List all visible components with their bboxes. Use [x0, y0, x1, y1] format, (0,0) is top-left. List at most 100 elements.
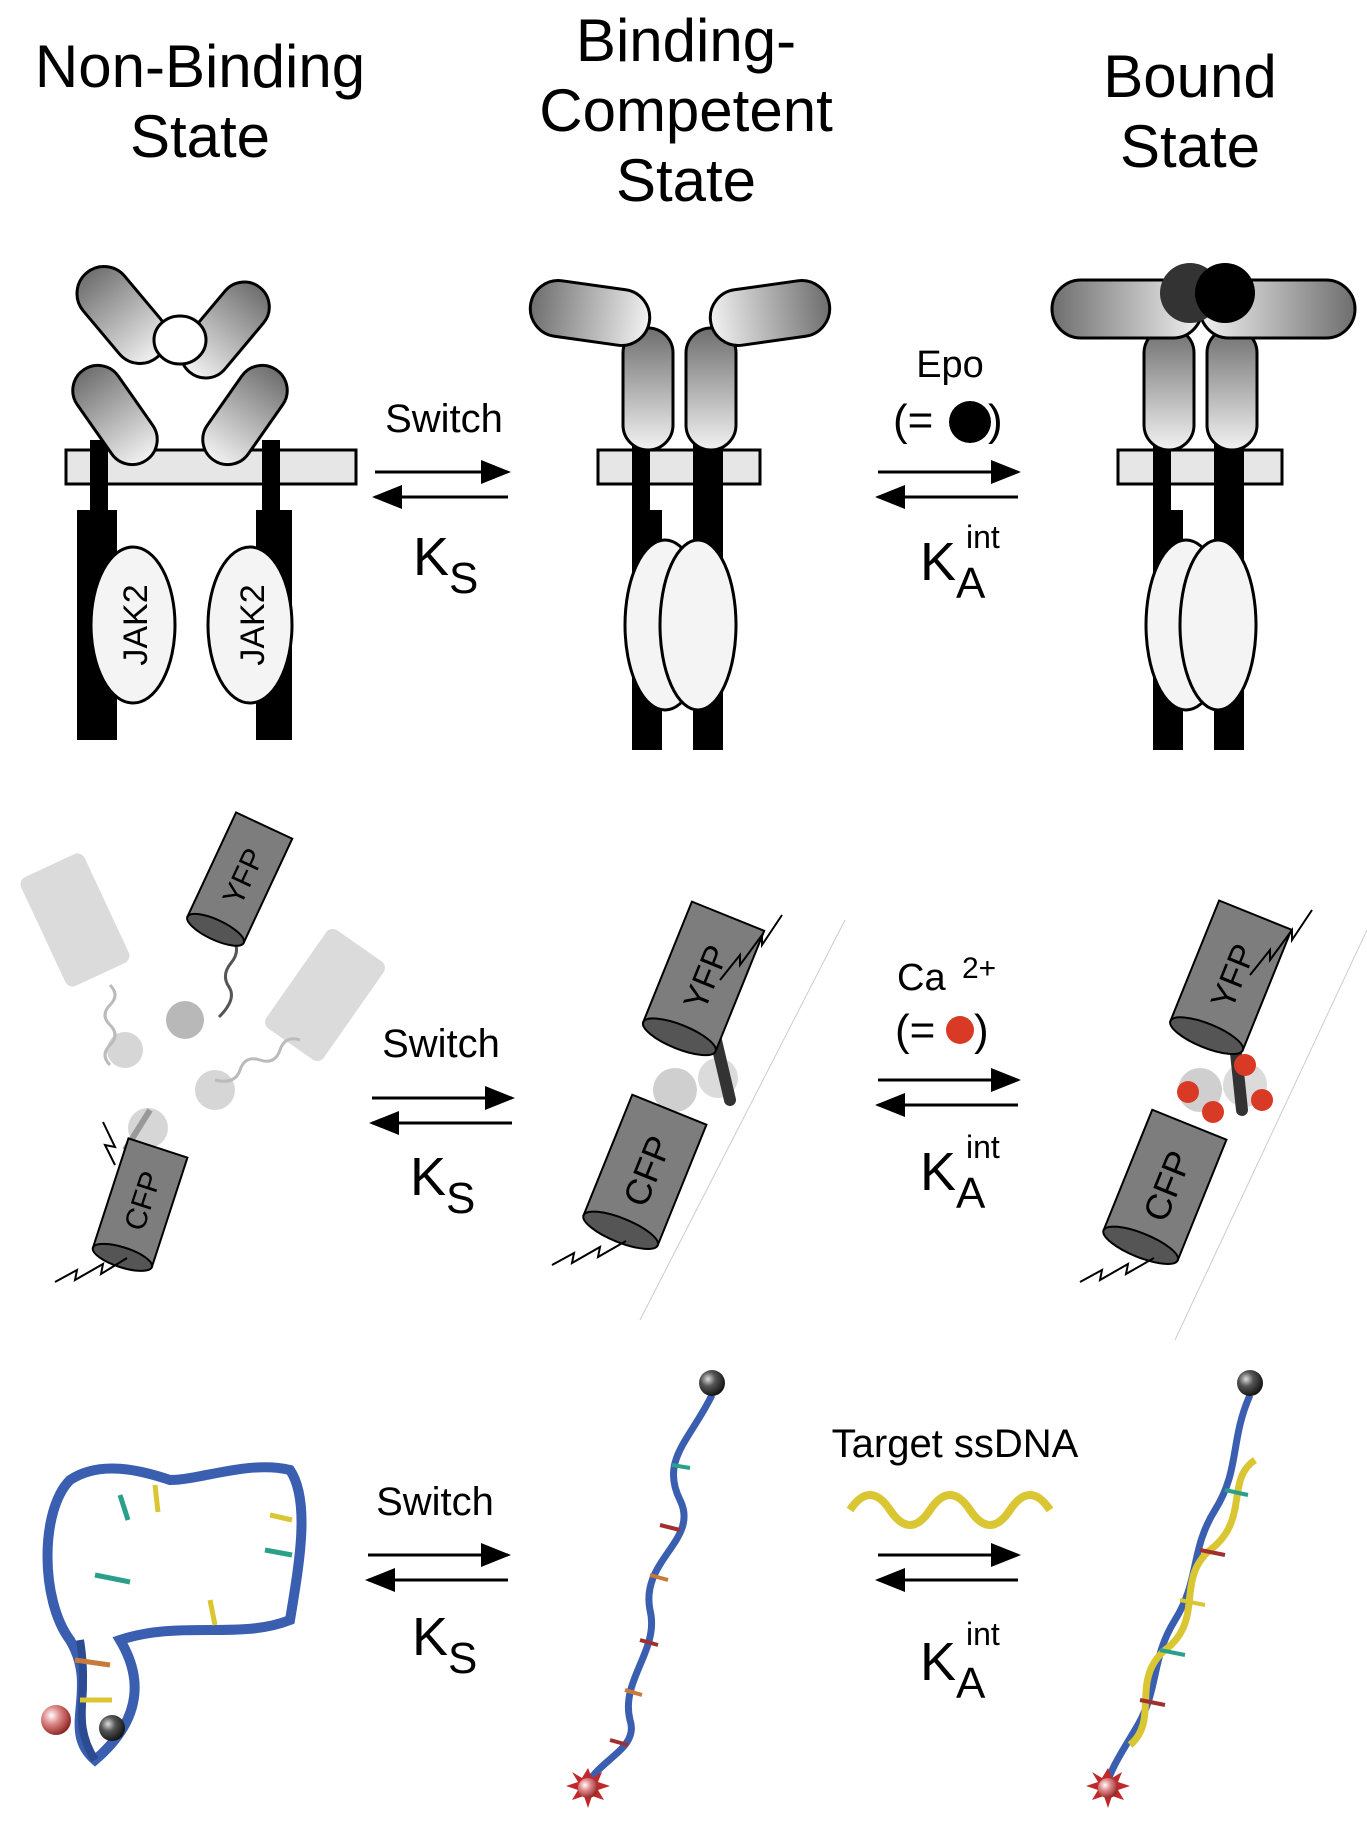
switch-label: Switch [385, 397, 503, 441]
switch-label: Switch [382, 1022, 500, 1066]
base [671, 1463, 691, 1470]
extracellular-domain [71, 363, 159, 467]
switch-equilibrium-row3: Switch KS [365, 1480, 511, 1683]
fret-sensor-bound: YFP CFP [1079, 899, 1367, 1341]
base [264, 1547, 293, 1558]
header-line: Binding- [575, 7, 797, 74]
cfp-cylinder: CFP [582, 1093, 708, 1250]
binding-equilibrium-row1: Epo (= ) KA int [875, 344, 1021, 608]
calcium-ion [1251, 1089, 1273, 1111]
linker [214, 1037, 301, 1083]
header-line: Bound [1103, 43, 1277, 110]
stem-strand [76, 1639, 99, 1763]
fluorophore-ball [41, 1705, 71, 1735]
guide-line [1174, 929, 1367, 1341]
cfp-cylinder: CFP [1102, 1108, 1228, 1265]
base [269, 1512, 293, 1523]
dna-beacon-non-binding [41, 1462, 307, 1767]
jak2-domain [206, 545, 294, 705]
base [74, 1657, 111, 1668]
base [1179, 1598, 1206, 1607]
calmodulin [653, 1068, 697, 1112]
ligand-eq-open: (= [895, 1006, 935, 1055]
ligand-charge: 2+ [962, 952, 996, 985]
ks-label: KS [412, 1607, 477, 1683]
ligand-name: Epo [916, 344, 984, 386]
guide-line [639, 919, 846, 1321]
header-binding-competent-state: Binding- Competent State [500, 6, 872, 216]
membrane [1116, 448, 1284, 486]
extracellular-domain [1205, 326, 1259, 452]
ka-label: KA [920, 1142, 986, 1218]
epo-receptor-non-binding: JAK2 JAK2 [64, 265, 358, 740]
binding-equilibrium-row2: Ca 2+ (= ) KA int [875, 952, 1021, 1218]
ka-label: KA [920, 1632, 986, 1708]
calcium-ion [1202, 1101, 1224, 1123]
switch-equilibrium-row2: Switch KS [369, 1022, 515, 1223]
calmodulin-ghost [128, 1108, 168, 1148]
jak2-label: JAK2 [234, 584, 272, 665]
yfp-cylinder: YFP [186, 811, 294, 947]
base [649, 1573, 669, 1582]
calmodulin-ghost [166, 1001, 204, 1039]
extracellular-domain [201, 363, 289, 467]
switch-label: Switch [376, 1480, 494, 1524]
ligand-eq-open: (= [893, 396, 933, 445]
ghost-yfp-cylinder [20, 853, 130, 987]
excitation-arrow [551, 1240, 627, 1266]
epo-ligand-icon [949, 401, 991, 443]
header-bound-state: Bound State [1040, 42, 1340, 182]
jak2-domain [89, 545, 177, 705]
ka-superscript: int [966, 519, 1000, 555]
epo-ligand [1195, 263, 1255, 323]
epo-receptor-bound [1050, 263, 1357, 750]
calmodulin-ghost [107, 1032, 143, 1068]
jak2-domain [658, 538, 738, 712]
membrane [596, 448, 762, 486]
quencher-ball [99, 1715, 125, 1741]
fret-sensor-competent: YFP CFP [551, 900, 846, 1321]
base [609, 1738, 629, 1747]
linker [103, 983, 117, 1067]
calcium-ion [1177, 1081, 1199, 1103]
emission-arrow [102, 1121, 117, 1166]
header-line: State [1119, 113, 1261, 180]
base [152, 1484, 161, 1513]
calmodulin-ghost [195, 1070, 235, 1110]
quencher-ball [699, 1370, 725, 1396]
extracellular-domain [621, 326, 675, 452]
base [1224, 1488, 1249, 1497]
cfp-cylinder: CFP [91, 1137, 189, 1272]
quencher-ball [1237, 1370, 1263, 1396]
header-line: Non-Binding [34, 33, 366, 100]
fluorophore-ball [578, 1778, 598, 1798]
yfp-cylinder: YFP [641, 900, 766, 1057]
jak2-label: JAK2 [117, 584, 155, 665]
ghost-yfp-cylinder [265, 928, 385, 1062]
base [639, 1638, 659, 1647]
dna-probe-open [566, 1370, 725, 1808]
header-line: State [615, 147, 757, 214]
base [94, 1572, 131, 1585]
ligand-name: Ca [897, 957, 946, 999]
binding-equilibrium-row3: Target ssDNA KA int [832, 1422, 1079, 1708]
ligand-binding-domain [528, 279, 652, 347]
ligand-eq-close: ) [974, 1006, 989, 1055]
ligand-binding-domain [75, 265, 169, 365]
extracellular-domain [1142, 326, 1196, 452]
fret-sensor-non-binding: YFP CFP [20, 811, 385, 1283]
ligand-eq-close: ) [988, 396, 1003, 445]
ka-superscript: int [966, 1129, 1000, 1165]
jak2-domain [1178, 538, 1258, 712]
binding-pocket [152, 314, 208, 366]
base [624, 1688, 643, 1697]
hairpin-backbone [42, 1462, 307, 1767]
header-line: Competent [539, 77, 833, 144]
yfp-cylinder: YFP [1169, 899, 1293, 1056]
emission-arrow [719, 914, 783, 981]
base [1159, 1648, 1186, 1657]
epo-receptor-competent [528, 279, 832, 750]
calcium-ion [1234, 1054, 1256, 1076]
emission-arrow [1249, 909, 1313, 976]
